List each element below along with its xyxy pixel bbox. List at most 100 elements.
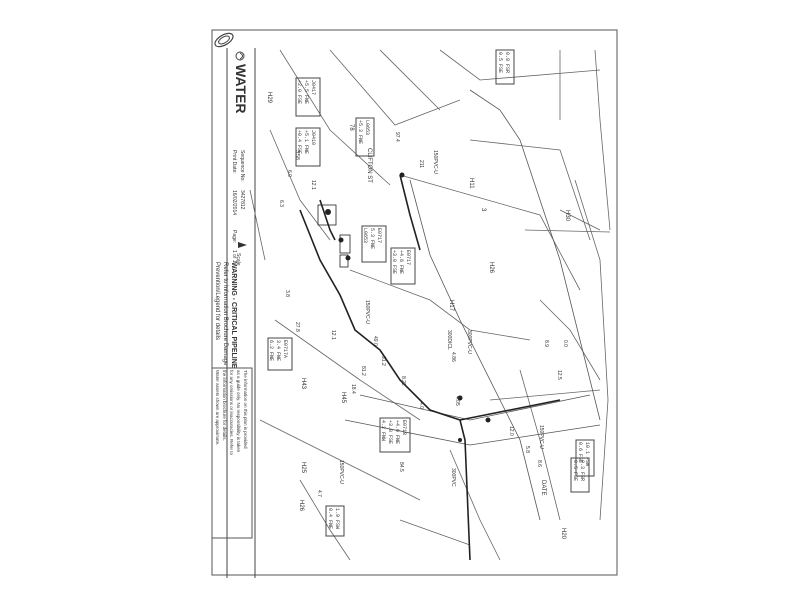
box-e0717-2-c: +3.0 FSE [391, 250, 397, 274]
lot-3: 3 [480, 208, 486, 212]
dim-23: 5.8 [524, 446, 530, 453]
dim-17: 3.58 [294, 150, 300, 160]
pipe-label-1: 150PVC-U [432, 150, 438, 174]
dim-2: 211 [418, 160, 424, 168]
warning-line-1: WARNING - CRITICAL PIPELINE [230, 262, 237, 369]
box-j0410-b: +5.1 FNE [303, 130, 309, 154]
disclaimer-line-4: the information brochure for details. [222, 370, 227, 441]
offset-box-e0717-2: E0717 +4.6 FNE +3.0 FSE [390, 247, 416, 285]
lot-h30: H30 [564, 210, 570, 222]
warning-block: WARNING - CRITICAL PIPELINE Refer to Inf… [214, 262, 237, 369]
dim-4: 49.0 [372, 336, 378, 346]
sequence-label: Sequence No: [239, 150, 245, 182]
north-arrow-icon [238, 242, 247, 248]
road-corridor [344, 89, 601, 521]
print-date-label: Print Date: [231, 150, 237, 174]
lot-h29: H29 [266, 92, 272, 104]
box-19-b: 0.4 FNE [327, 508, 333, 529]
disclaimer-line-1: The information on this plan is provided [243, 370, 248, 449]
dim-5: 91.2 [380, 356, 386, 366]
offset-box-e0717: E0717 5.3 FNE L0653 [361, 225, 387, 263]
page-label: Page: [231, 230, 237, 243]
lot-h45: H45 [340, 392, 346, 404]
dim-11: 12.5 [556, 370, 562, 380]
dim-20: 4.05 [454, 396, 460, 406]
dim-8: 4.86 [450, 352, 456, 362]
box-j0410-c: +0.4 FSE [296, 130, 302, 154]
page-frame [211, 29, 618, 576]
valve-cluster [317, 204, 351, 268]
dim-10: 3.8 [284, 290, 290, 297]
dim-7: 8.22 [400, 376, 406, 386]
box-fsr-b: 0.5 FSE [572, 460, 578, 481]
pipe-label-9: 300PVC-U [466, 330, 472, 354]
box-e0717-c: L0653 [362, 228, 368, 243]
street-clifton: CLIFTON ST [366, 148, 372, 183]
critical-pipeline [299, 174, 561, 561]
page-value: 1 of 1 [231, 250, 237, 263]
box-l0653-a: L0653 [364, 120, 370, 135]
disclaimer-line-5: Water assets shown are approximate. [215, 370, 220, 445]
brand-name: WATER [233, 64, 249, 114]
offset-box-e0717a: E0717A 3.4 FNE 6.2 FNE [267, 337, 293, 371]
box-j0417-c: +2.0 FSE [296, 80, 302, 104]
offset-box-top: 0.8 FSR 0.5 FSE [495, 49, 515, 85]
hydrant-symbols [325, 172, 491, 442]
lot-h20: H20 [560, 528, 566, 540]
lot-h17: H17 [448, 300, 454, 312]
pipe-label-4: 300DICL [446, 330, 452, 350]
box-e0717a-a: E0717A [282, 340, 288, 358]
box-fsr-a: 0.3 FSR [579, 460, 585, 481]
box-e0718-c: +3.0 FSE [387, 420, 393, 444]
dim-22: 4.7 [316, 490, 322, 497]
corner-scribble-icon [214, 32, 234, 48]
offset-box-j0410: J0410 +5.1 FNE +0.4 FSE [295, 127, 321, 167]
box-fsw-a: 10.1 FSW [584, 442, 590, 466]
lot-h26b: H26 [298, 500, 304, 512]
dim-13: 27.8 [294, 322, 300, 332]
street-date: DATE [540, 480, 546, 496]
box-e0718-b: +4.0 FNE [394, 420, 400, 444]
box-e0717a-b: 3.4 FNE [275, 340, 281, 361]
dim-6: 81.2 [360, 366, 366, 376]
left-header-strip [226, 48, 256, 578]
pipe-label-3: 150PVC-U [538, 425, 544, 449]
box-e0717-2-a: E0717 [405, 250, 411, 265]
disclaimer-line-2: as a guide only. No responsibility is ta… [236, 370, 241, 453]
offset-box-1-9: 1.9 FSW 0.4 FNE [325, 505, 345, 537]
dim-19: 18.4 [350, 384, 356, 394]
dim-16: 12.1 [330, 330, 336, 340]
box-top-a: 0.8 FSR [504, 52, 510, 73]
lot-h26: H26 [488, 262, 494, 274]
dim-1: 97.4 [394, 132, 400, 142]
offset-box-fsr: 0.3 FSR 0.5 FSE [570, 457, 590, 493]
dim-15: 0.0 [562, 340, 568, 347]
box-fsw-b: 0.6 FSE [577, 442, 583, 463]
dim-18: 6.0 [286, 170, 292, 177]
box-top-b: 0.5 FSE [497, 52, 503, 73]
box-e0717-b: 5.3 FNE [369, 228, 375, 249]
box-19-a: 1.9 FSW [334, 508, 340, 529]
warning-line-3: Prevention/Legend for details [214, 262, 220, 340]
dim-24: 6.3 [278, 200, 284, 207]
box-e0717-a: E0717 [376, 228, 382, 243]
box-e0718-d: 4.2 FNW [380, 420, 386, 441]
box-e0717a-c: 6.2 FNE [268, 340, 274, 361]
dim-25: 8.6 [536, 460, 542, 467]
print-date-value: 16/02/2014 [231, 190, 237, 215]
pipe-label-5: 150PVC-U [338, 460, 344, 484]
dim-3: 12.1 [310, 180, 316, 190]
box-j0410-a: J0410 [310, 130, 316, 145]
offset-box-l0653: L0653 +5.3 FNE [355, 117, 375, 157]
disclaimer-line-3: for any omissions or inaccuracies. Refer… [229, 370, 234, 456]
dim-9: 4.0 [418, 402, 424, 409]
box-l0653-b: +5.3 FNE [357, 120, 363, 144]
north-label: Scale [235, 253, 241, 266]
lot-78: 78 [348, 124, 354, 131]
sequence-value: 3427812 [239, 190, 245, 210]
box-e0718-a: E0718 [401, 420, 407, 435]
water-logo-icon [235, 51, 245, 61]
disclaimer-block: The information on this plan is provided… [211, 367, 253, 539]
pipe-label-7: 300PVC [450, 468, 456, 487]
